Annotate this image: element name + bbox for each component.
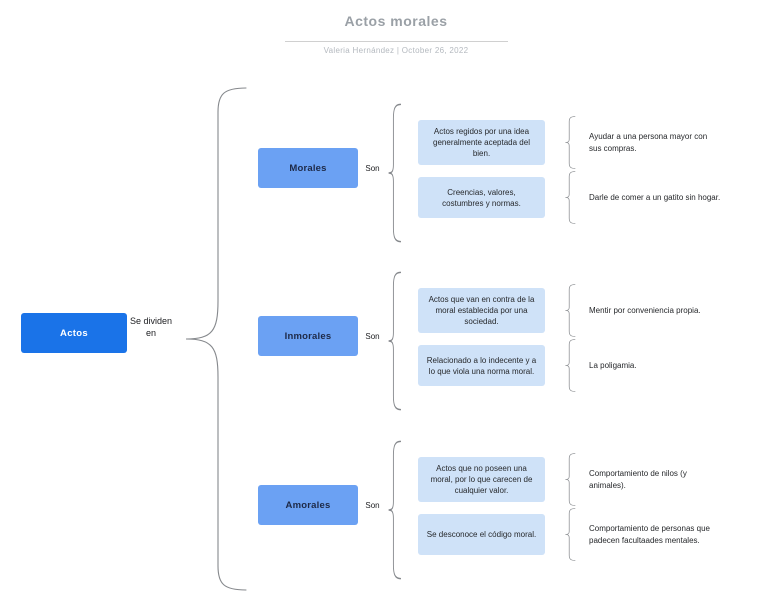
- title-divider: [285, 41, 508, 42]
- example-brace: [564, 116, 576, 169]
- definition-text: Relacionado a lo indecente y a lo que vi…: [426, 355, 537, 376]
- definition-box: Se desconoce el código moral.: [418, 514, 545, 555]
- example-text: Comportamiento de nilos (y animales).: [589, 468, 687, 490]
- example-text: Ayudar a una persona mayor con sus compr…: [589, 131, 708, 153]
- category-box-morales: Morales: [258, 148, 358, 188]
- son-connector-label: Son: [365, 163, 380, 173]
- root-node-box: Actos: [21, 313, 127, 353]
- example-brace: [564, 171, 576, 224]
- definition-text: Actos que van en contra de la moral esta…: [428, 295, 535, 326]
- definition-box: Actos que no poseen una moral, por lo qu…: [418, 457, 545, 502]
- group-brace: [387, 440, 402, 580]
- byline: Valeria Hernández | October 26, 2022: [323, 46, 469, 55]
- group-brace: [387, 271, 402, 411]
- definition-text: Creencias, valores, costumbres y normas.: [442, 187, 521, 208]
- root-connector-label: Se dividen en: [129, 316, 173, 338]
- page-title: Actos morales: [344, 13, 448, 29]
- son-connector-label: Son: [365, 331, 380, 341]
- example-brace: [564, 453, 576, 506]
- branch-morales: Morales Son Actos regidos por una idea g…: [0, 103, 768, 245]
- definition-box: Relacionado a lo indecente y a lo que vi…: [418, 345, 545, 386]
- group-brace: [387, 103, 402, 243]
- example-brace: [564, 339, 576, 392]
- definition-box: Actos regidos por una idea generalmente …: [418, 120, 545, 165]
- definition-text: Actos regidos por una idea generalmente …: [433, 127, 530, 158]
- category-box-inmorales: Inmorales: [258, 316, 358, 356]
- category-label: Inmorales: [284, 330, 332, 342]
- root-node-label: Actos: [60, 327, 88, 339]
- main-brace: [182, 86, 248, 592]
- category-box-amorales: Amorales: [258, 485, 358, 525]
- definition-box: Actos que van en contra de la moral esta…: [418, 288, 545, 333]
- branch-inmorales: Inmorales Son Actos que van en contra de…: [0, 271, 768, 413]
- category-label: Morales: [289, 162, 327, 174]
- example-brace: [564, 508, 576, 561]
- example-brace: [564, 284, 576, 337]
- definition-text: Actos que no poseen una moral, por lo qu…: [430, 464, 533, 495]
- son-connector-label: Son: [365, 500, 380, 510]
- branch-amorales: Amorales Son Actos que no poseen una mor…: [0, 440, 768, 582]
- example-text: Mentir por conveniencia propia.: [589, 305, 701, 315]
- example-text: Comportamiento de personas que padecen f…: [589, 523, 710, 545]
- example-text: La poligamia.: [589, 360, 637, 370]
- definition-text: Se desconoce el código moral.: [426, 530, 537, 539]
- example-text: Darle de comer a un gatito sin hogar.: [589, 192, 721, 202]
- definition-box: Creencias, valores, costumbres y normas.: [418, 177, 545, 218]
- category-label: Amorales: [285, 499, 331, 511]
